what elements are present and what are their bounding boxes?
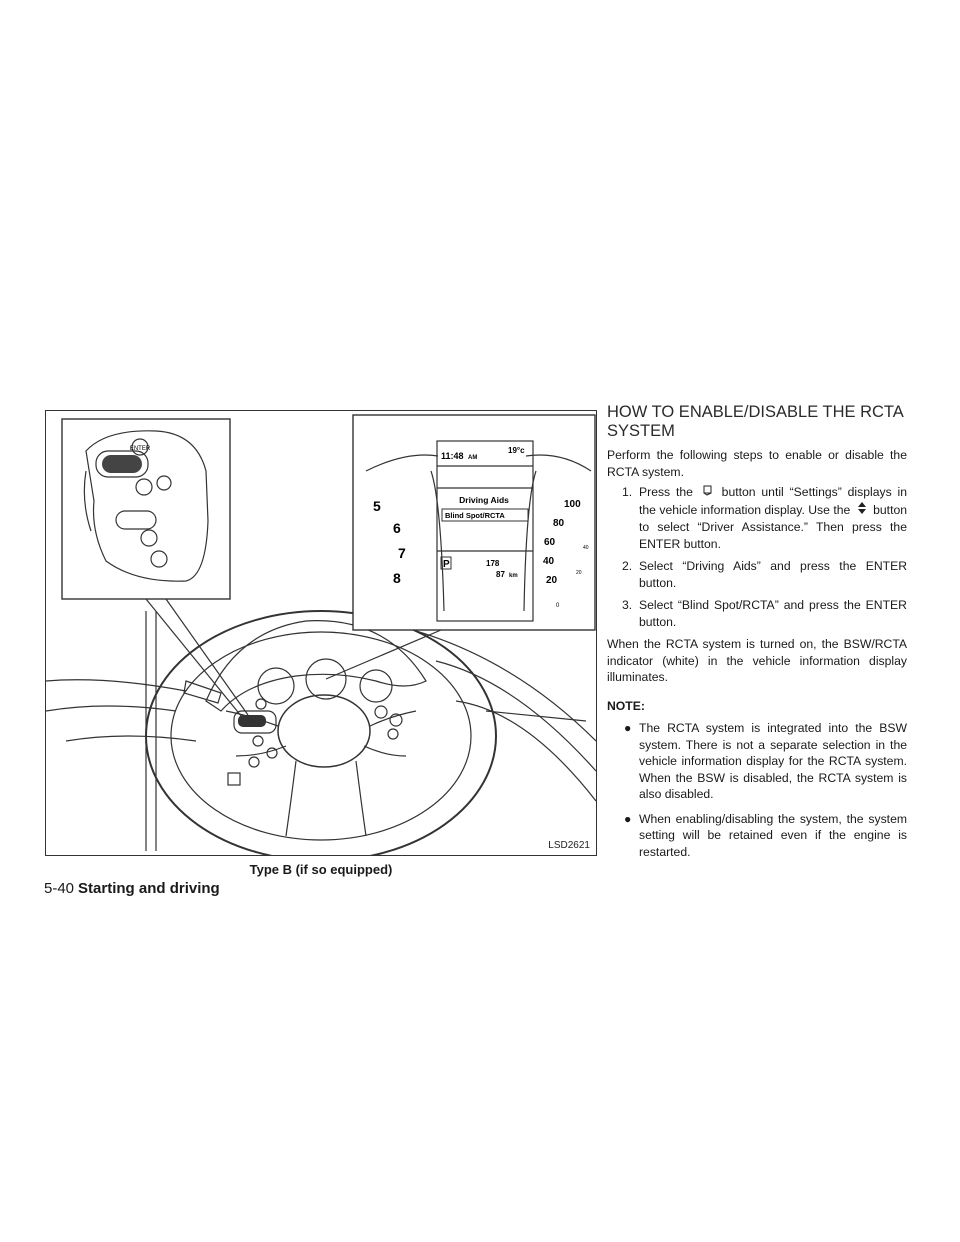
step-2: 2. Select “Driving Aids” and press the E… <box>607 558 907 591</box>
speed-label-20: 20 <box>546 575 558 586</box>
step-3: 3. Select “Blind Spot/RCTA” and press th… <box>607 597 907 630</box>
tach-label-6: 6 <box>393 520 401 536</box>
display-temperature: 19°c <box>508 446 525 455</box>
step-number: 3. <box>622 598 633 612</box>
note-text: The RCTA system is integrated into the B… <box>639 721 907 801</box>
speed-label-100: 100 <box>564 499 581 510</box>
display-menu-title: Driving Aids <box>459 495 509 505</box>
step-text: Select “Blind Spot/RCTA” and press the E… <box>639 598 907 629</box>
note-title: NOTE: <box>607 698 645 713</box>
page-number: 5-40 <box>44 880 75 897</box>
display-menu-item: Blind Spot/RCTA <box>445 511 505 520</box>
speed-label-40: 40 <box>543 556 555 567</box>
section-title: Starting and driving <box>78 880 220 897</box>
notes-list: ● The RCTA system is integrated into the … <box>607 720 907 860</box>
after-steps-paragraph: When the RCTA system is turned on, the B… <box>607 637 907 684</box>
speed-small-20: 20 <box>576 570 582 576</box>
text-column: HOW TO ENABLE/DISABLE THE RCTA SYSTEM Pe… <box>607 403 907 868</box>
up-down-arrow-icon <box>857 501 867 520</box>
step-number: 2. <box>622 559 633 573</box>
note-text: When enabling/disabling the system, the … <box>639 811 907 859</box>
bullet-icon: ● <box>624 721 632 735</box>
tach-label-8: 8 <box>393 570 401 586</box>
display-range: 87 <box>496 570 505 579</box>
speed-small-0: 0 <box>556 603 560 609</box>
steering-wheel-illustration: ENTER 11:48 AM 19°c Driving Aids Blind S… <box>46 414 596 855</box>
step-text: Select “Driving Aids” and press the ENTE… <box>639 559 907 590</box>
bullet-icon: ● <box>624 811 632 826</box>
display-gear: P <box>443 559 450 570</box>
figure-code: LSD2621 <box>548 840 590 851</box>
speed-small-40: 40 <box>583 545 589 551</box>
display-range-unit: km <box>509 573 518 579</box>
display-time: 11:48 <box>441 451 464 461</box>
step-number: 1. <box>622 485 633 499</box>
note-item: ● The RCTA system is integrated into the … <box>607 720 907 803</box>
tach-label-7: 7 <box>398 545 406 561</box>
display-ampm: AM <box>468 455 477 461</box>
tach-label-5: 5 <box>373 498 381 514</box>
speed-label-80: 80 <box>553 518 565 529</box>
note-item: ● When enabling/disabling the system, the… <box>607 811 907 861</box>
intro-paragraph: Perform the following steps to enable or… <box>607 448 907 479</box>
step-1: 1. Press the button until “Settings” dis… <box>607 484 907 552</box>
controller-enter-label: ENTER <box>130 446 151 452</box>
steps-list: 1. Press the button until “Settings” dis… <box>607 484 907 630</box>
speed-label-60: 60 <box>544 537 556 548</box>
step-text: button until “Settings” displays in the … <box>639 485 907 517</box>
figure-caption: Type B (if so equipped) <box>249 862 393 877</box>
step-text: Press the <box>639 485 693 499</box>
settings-button-icon <box>702 485 713 502</box>
section-heading: HOW TO ENABLE/DISABLE THE RCTA SYSTEM <box>607 403 903 440</box>
illustration-figure: ENTER 11:48 AM 19°c Driving Aids Blind S… <box>45 410 597 856</box>
step-text: button to select “Driver Assistance.” Th… <box>639 502 908 551</box>
display-odometer: 178 <box>486 559 500 568</box>
